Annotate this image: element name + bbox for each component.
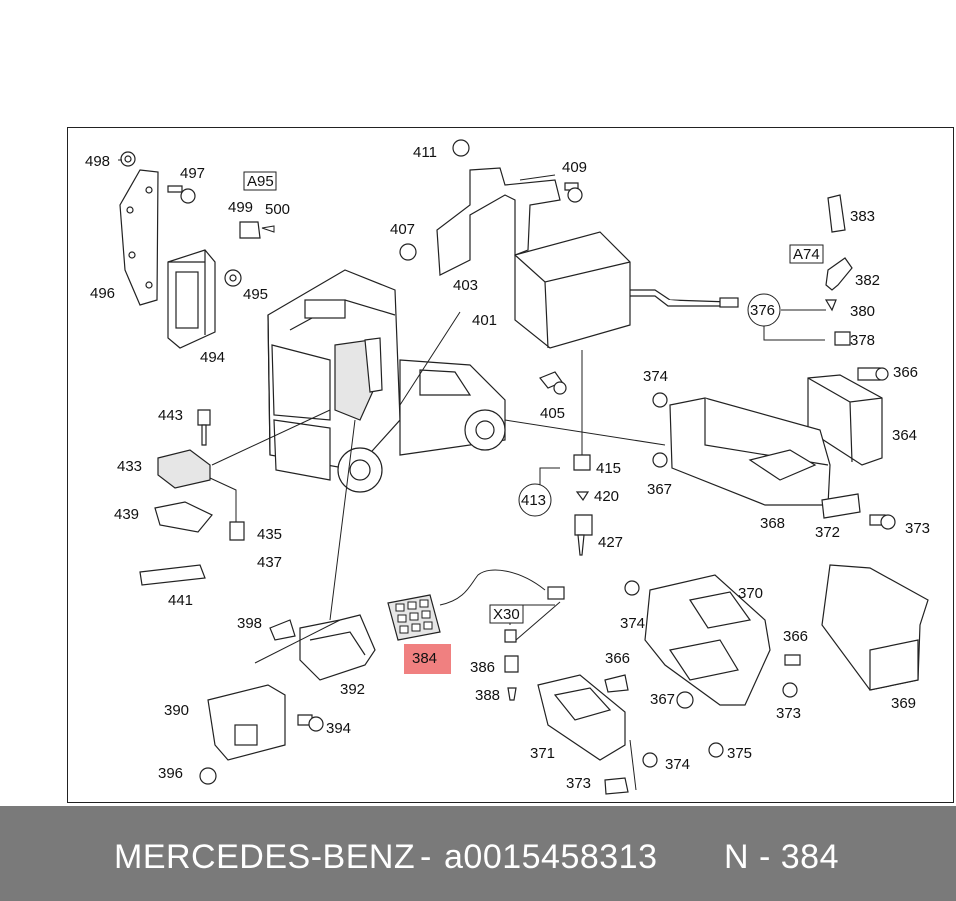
highlighted-part: 384 — [404, 644, 451, 674]
callout-366c: 366 — [783, 628, 808, 645]
callout-367a: 367 — [647, 481, 672, 498]
bracket-390-drawing — [199, 684, 324, 785]
callout-370: 370 — [738, 585, 763, 602]
callout-373a: 373 — [905, 520, 930, 537]
callout-496: 496 — [90, 285, 115, 302]
callout-380: 380 — [850, 303, 875, 320]
callout-500: 500 — [265, 201, 290, 218]
callout-398: 398 — [237, 615, 262, 632]
callout-390: 390 — [164, 702, 189, 719]
callout-373b: 373 — [776, 705, 801, 722]
control-unit-401-drawing — [514, 231, 739, 395]
callout-497: 497 — [180, 165, 205, 182]
callout-435: 435 — [257, 526, 282, 543]
callout-405: 405 — [540, 405, 565, 422]
fasteners-left-drawing — [120, 151, 275, 287]
leader-lines — [118, 159, 826, 791]
module-494-drawing — [167, 249, 216, 349]
truck-drawing — [267, 269, 506, 493]
cover-368-drawing — [652, 392, 896, 530]
bracket-370-drawing — [604, 574, 801, 709]
callout-367b: 367 — [650, 691, 675, 708]
bracket-496-drawing — [119, 169, 159, 306]
footer-brand: MERCEDES-BENZ — [114, 838, 416, 876]
callout-373c: 373 — [566, 775, 591, 792]
callout-374c: 374 — [665, 756, 690, 773]
bracket-369-drawing — [821, 564, 929, 691]
parts-diagram: 498 497 499 500 496 495 494 443 433 439 … — [85, 139, 930, 795]
callout-392: 392 — [340, 681, 365, 698]
footer-part-number: a0015458313 — [444, 838, 658, 876]
remote-control-384-drawing — [387, 569, 565, 641]
callout-403: 403 — [453, 277, 478, 294]
callout-374a: 374 — [643, 368, 668, 385]
callout-407: 407 — [390, 221, 415, 238]
callout-366a: 366 — [893, 364, 918, 381]
callout-415: 415 — [596, 460, 621, 477]
footer-reference: N - 384 — [724, 838, 839, 876]
box-label-x30: X30 — [493, 606, 520, 623]
callout-383: 383 — [850, 208, 875, 225]
callout-409: 409 — [562, 159, 587, 176]
callout-371: 371 — [530, 745, 555, 762]
callout-378: 378 — [850, 332, 875, 349]
callout-388: 388 — [475, 687, 500, 704]
callout-382: 382 — [855, 272, 880, 289]
callout-394: 394 — [326, 720, 351, 737]
callout-368: 368 — [760, 515, 785, 532]
footer-separator: - — [420, 838, 432, 876]
callout-366b: 366 — [605, 650, 630, 667]
callout-441: 441 — [168, 592, 193, 609]
callout-401: 401 — [472, 312, 497, 329]
callout-396: 396 — [158, 765, 183, 782]
module-364-drawing — [807, 194, 889, 466]
callout-427: 427 — [598, 534, 623, 551]
connectors-drawing — [504, 299, 837, 701]
bracket-403-drawing — [399, 139, 583, 276]
callout-494: 494 — [200, 349, 225, 366]
boxed-labels: A95 A74 X30 — [243, 171, 824, 624]
callout-498: 498 — [85, 153, 110, 170]
callout-372: 372 — [815, 524, 840, 541]
callout-369: 369 — [891, 695, 916, 712]
callout-439: 439 — [114, 506, 139, 523]
circled-labels: 376 413 — [518, 293, 781, 517]
highlight-label-384: 384 — [412, 650, 437, 667]
circle-label-376: 376 — [750, 302, 775, 319]
callout-437: 437 — [257, 554, 282, 571]
bracket-371-drawing — [537, 674, 724, 795]
callout-420: 420 — [594, 488, 619, 505]
callout-364: 364 — [892, 427, 917, 444]
circle-label-413: 413 — [521, 492, 546, 509]
callout-433: 433 — [117, 458, 142, 475]
box-label-a95: A95 — [247, 173, 274, 190]
callout-labels: 498 497 499 500 496 495 494 443 433 439 … — [85, 144, 930, 792]
callout-374b: 374 — [620, 615, 645, 632]
callout-495: 495 — [243, 286, 268, 303]
callout-443: 443 — [158, 407, 183, 424]
box-label-a74: A74 — [793, 246, 820, 263]
callout-375: 375 — [727, 745, 752, 762]
callout-386: 386 — [470, 659, 495, 676]
callout-411: 411 — [413, 144, 437, 161]
footer-bar: MERCEDES-BENZ - a0015458313 N - 384 — [0, 806, 956, 901]
callout-499: 499 — [228, 199, 253, 216]
sensor-433-drawing — [139, 409, 245, 586]
